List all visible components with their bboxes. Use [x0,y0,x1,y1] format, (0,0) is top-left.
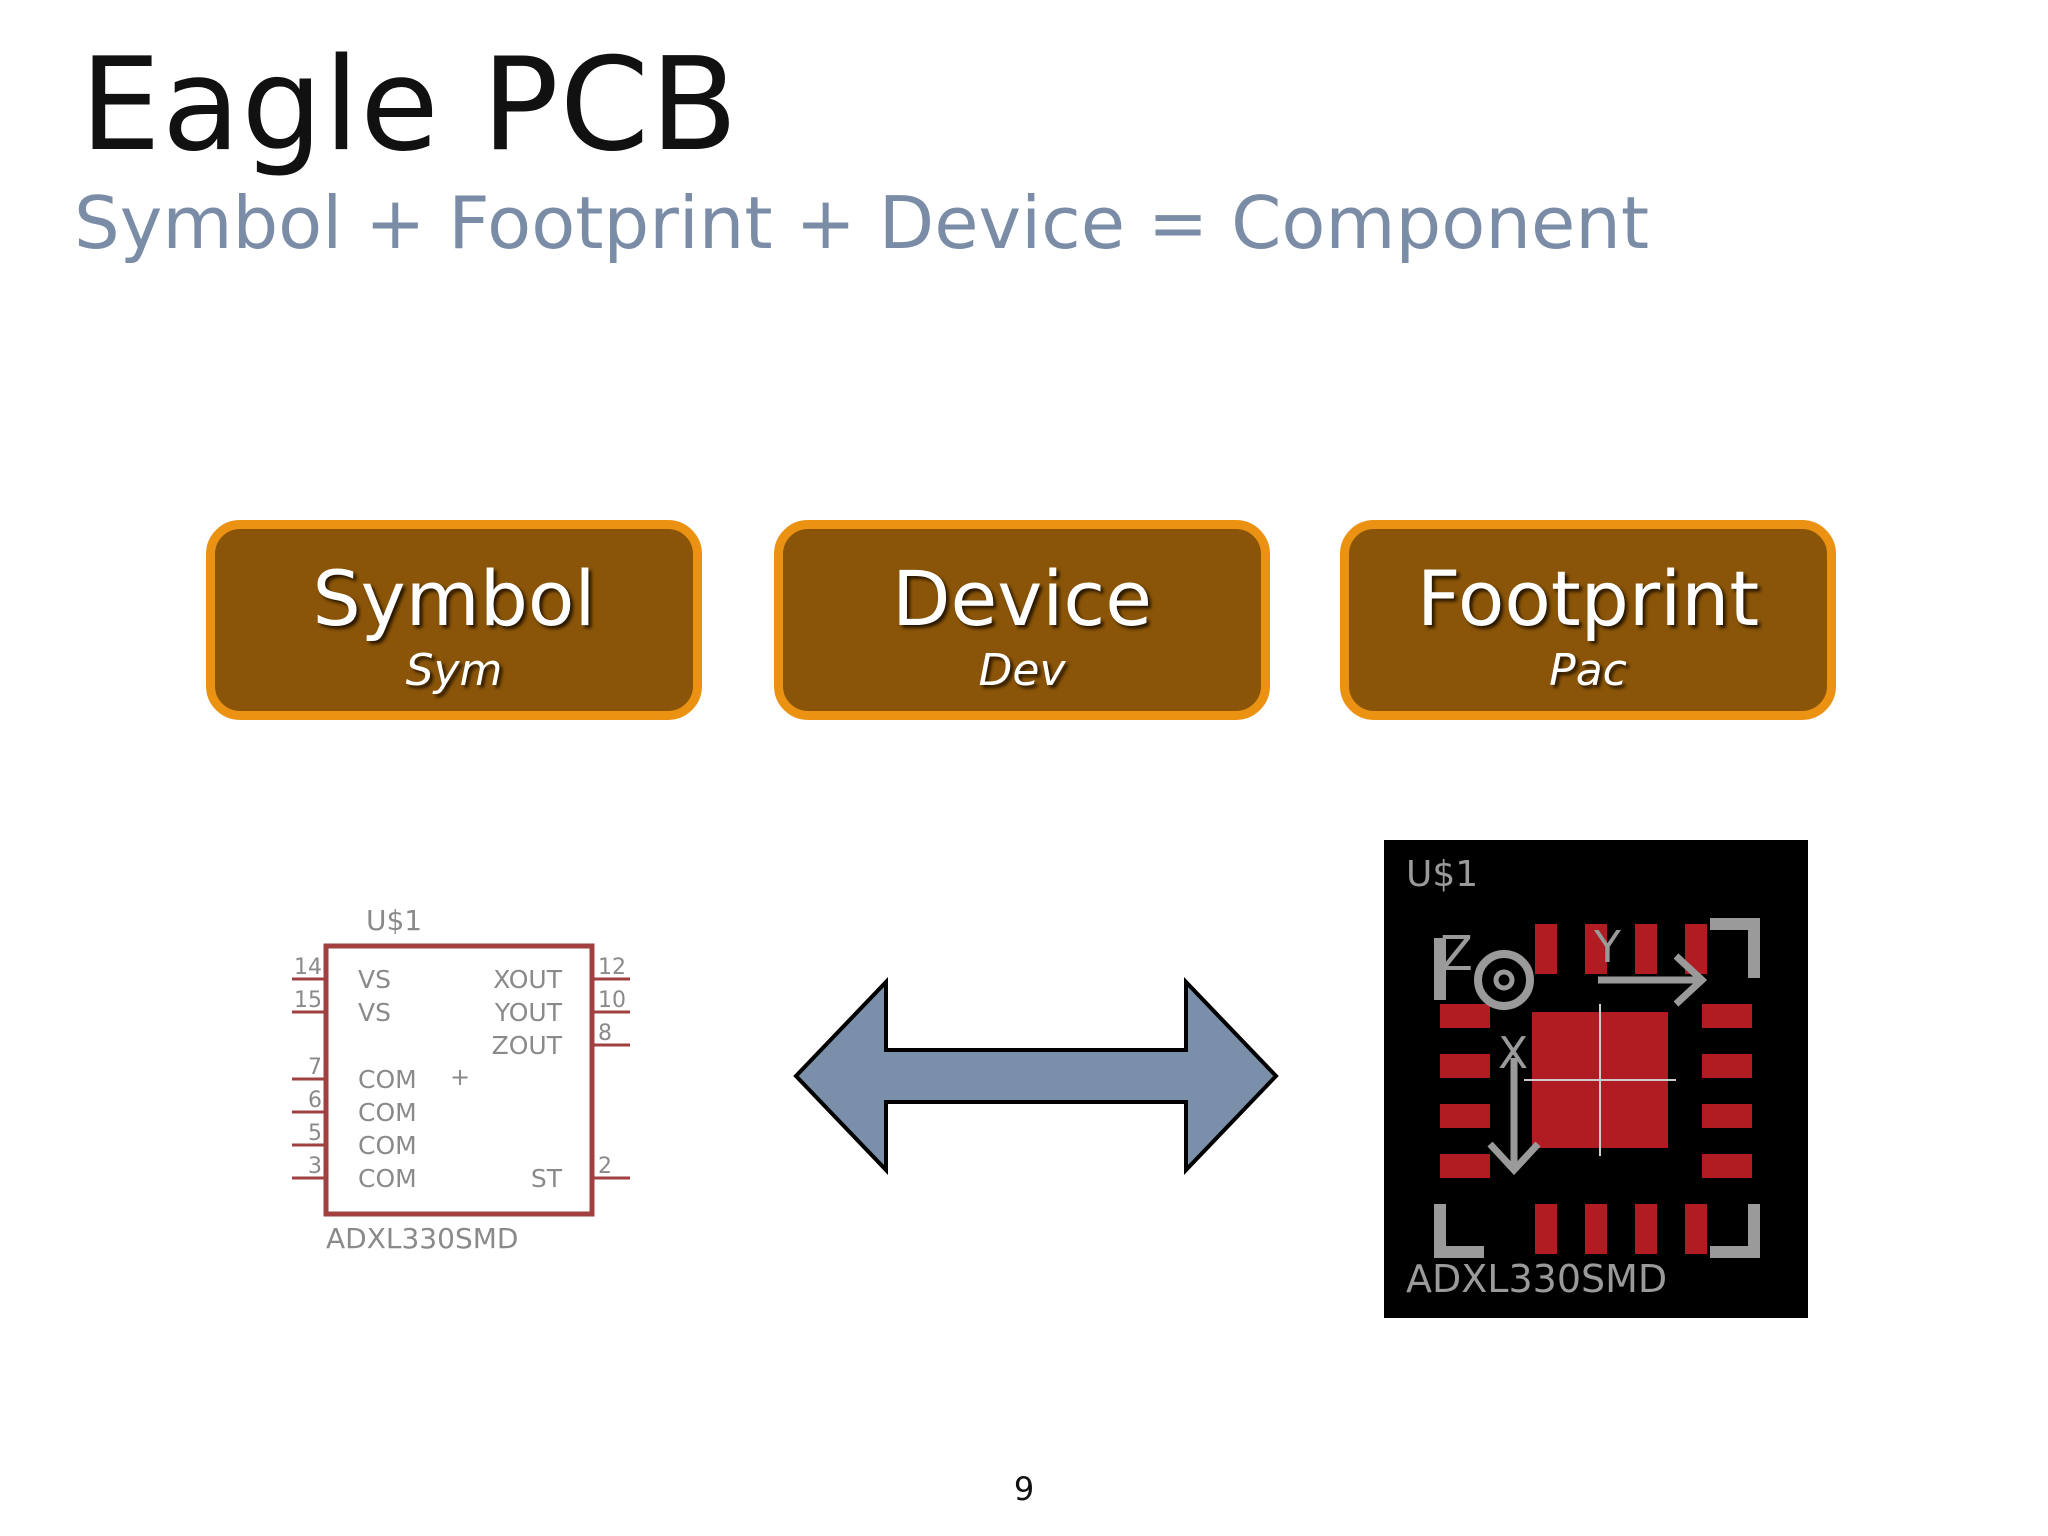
slide-title: Eagle PCB [80,31,739,180]
symbol-box: Symbol Sym [206,520,702,720]
pin-label: COM [358,1098,417,1127]
pin-label: COM [358,1164,417,1193]
symbol-name: U$1 [366,904,422,937]
origin-mark: + [450,1063,470,1091]
symbol-value: ADXL330SMD [326,1222,518,1255]
pin-number: 3 [308,1154,322,1179]
pin-number: 7 [308,1055,322,1080]
pin-number: 6 [308,1088,322,1113]
pin-label: ST [531,1164,563,1193]
footprint-value: ADXL330SMD [1406,1257,1667,1301]
pin-label: VS [358,965,391,994]
footprint-name: U$1 [1406,854,1478,895]
pin-number: 8 [598,1021,612,1046]
axis-z-label: Z [1440,926,1473,982]
schematic-symbol: U$1 14 15 7 6 5 3 12 10 8 2 VS VS COM CO… [292,904,630,1255]
pin-number: 10 [598,988,626,1013]
axis-x-label: X [1498,1028,1528,1079]
pin-label: VS [358,998,391,1027]
footprint-box-label: Footprint [1416,554,1760,643]
pin-number: 14 [294,955,322,980]
pin-number: 15 [294,988,322,1013]
symbol-box-sublabel: Sym [405,645,503,696]
pcb-footprint: U$1 [1384,840,1808,1318]
pin-number: 2 [598,1154,612,1179]
device-box-sublabel: Dev [978,645,1066,696]
page-number: 9 [1013,1470,1035,1508]
pin-label: XOUT [493,965,563,994]
double-arrow-shape [793,977,1279,1175]
device-box: Device Dev [774,520,1270,720]
footprint-box-sublabel: Pac [1549,645,1627,696]
symbol-box-label: Symbol [312,554,596,643]
pin-number: 12 [598,955,626,980]
pin-number: 5 [308,1121,322,1146]
pin-label: ZOUT [492,1031,563,1060]
device-box-label: Device [892,554,1152,643]
pin-label: YOUT [494,998,563,1027]
double-arrow [793,977,1279,1175]
footprint-box: Footprint Pac [1340,520,1836,720]
slide-subtitle: Symbol + Footprint + Device = Component [74,181,1650,265]
pin-label: COM [358,1065,417,1094]
axis-y-label: Y [1593,922,1621,973]
pin-label: COM [358,1131,417,1160]
